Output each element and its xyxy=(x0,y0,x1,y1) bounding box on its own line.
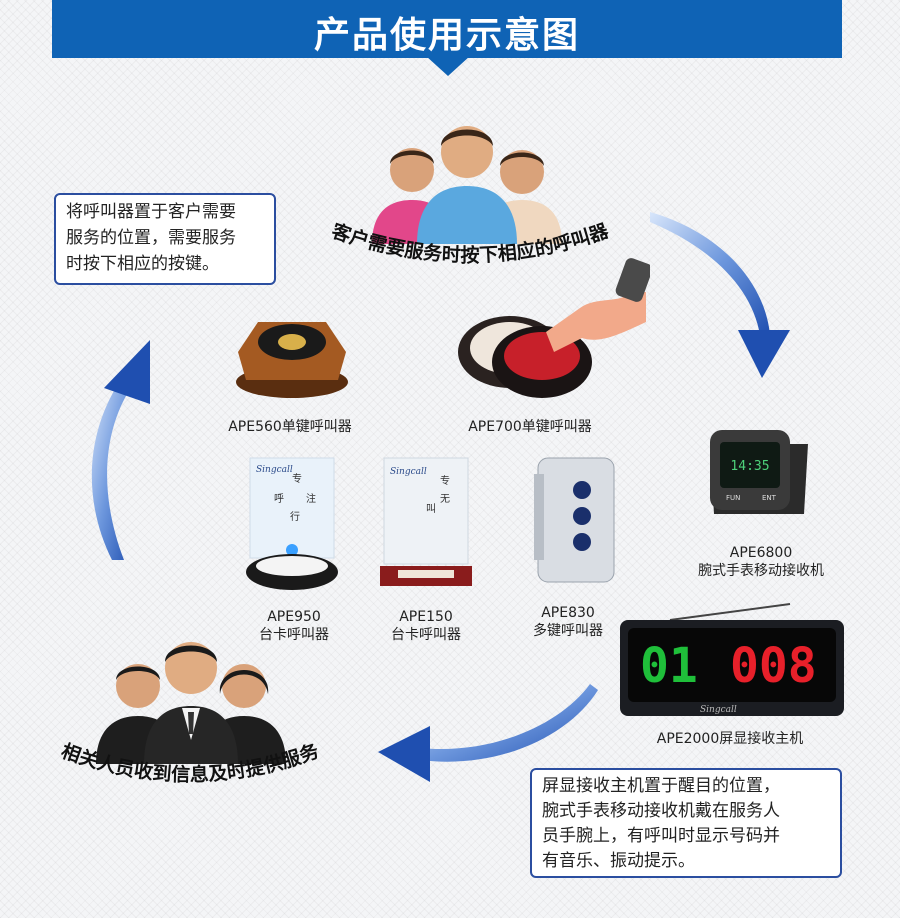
ape830-model: APE830 xyxy=(541,605,595,621)
note-line: 将呼叫器置于客户需要 xyxy=(66,202,236,222)
ape6800-image: 14:35 FUN ENT xyxy=(710,430,808,514)
card-char: 无 xyxy=(440,494,450,505)
ape150-label: APE150 台卡呼叫器 xyxy=(356,608,496,644)
staff-caption: 相关人员收到信息及时提供服务 xyxy=(58,739,322,786)
ape560-image xyxy=(236,322,348,398)
ape150-model: APE150 xyxy=(399,609,453,625)
watch-fun-button: FUN xyxy=(726,494,740,502)
ape700-label: APE700单键呼叫器 xyxy=(468,419,592,435)
card-char: 行 xyxy=(290,510,300,523)
ape2000-brand: Singcall xyxy=(700,705,737,715)
svg-text:相关人员收到信息及时提供服务: 相关人员收到信息及时提供服务 xyxy=(58,739,322,786)
ape830-image xyxy=(534,457,615,583)
ape950-image: Singcall 专 注 呼 行 xyxy=(246,457,338,590)
ape830-label: APE830 多键呼叫器 xyxy=(498,604,638,640)
display-counter-digits: 01 xyxy=(640,638,698,694)
ape950-label: APE950 台卡呼叫器 xyxy=(224,608,364,644)
card-char: 专 xyxy=(440,474,450,487)
ape6800-desc: 腕式手表移动接收机 xyxy=(698,563,824,579)
customers-illustration xyxy=(372,126,562,244)
card-char: 呼 xyxy=(274,493,284,505)
ape150-desc: 台卡呼叫器 xyxy=(391,627,461,643)
ape950-model: APE950 xyxy=(267,609,321,625)
ape560-label: APE560单键呼叫器 xyxy=(228,419,352,435)
ape6800-model: APE6800 xyxy=(729,545,793,561)
arrow-left-head xyxy=(104,340,150,404)
ape950-desc: 台卡呼叫器 xyxy=(259,627,329,643)
card-char: 专 xyxy=(292,472,302,485)
staff-illustration xyxy=(96,642,286,764)
note-line: 员手腕上，有呼叫时显示号码并 xyxy=(542,826,780,846)
arrow-bottom xyxy=(420,684,598,762)
ape6800-label: APE6800 腕式手表移动接收机 xyxy=(676,544,846,580)
arrow-top-right xyxy=(650,212,770,335)
ape150-image: Singcall 专 无 叫 xyxy=(380,457,472,586)
staff-caption-text: 相关人员收到信息及时提供服务 xyxy=(58,739,322,786)
note-top-left: 将呼叫器置于客户需要 服务的位置，需要服务 时按下相应的按键。 xyxy=(54,193,276,285)
ape700-image xyxy=(458,258,650,398)
arrow-bottom-head xyxy=(378,726,430,782)
display-number-digits: 008 xyxy=(730,638,817,694)
note-bottom-right: 屏显接收主机置于醒目的位置， 腕式手表移动接收机戴在服务人 员手腕上，有呼叫时显… xyxy=(530,768,842,878)
ape150-brand: Singcall xyxy=(390,467,427,477)
hand-icon xyxy=(546,292,646,352)
ape2000-label: APE2000屏显接收主机 xyxy=(656,731,804,747)
note-line: 服务的位置，需要服务 xyxy=(66,228,236,248)
header-banner xyxy=(52,0,842,58)
watch-time: 14:35 xyxy=(730,459,769,474)
header-notch xyxy=(426,56,470,76)
note-line: 腕式手表移动接收机戴在服务人 xyxy=(542,801,780,821)
card-char: 注 xyxy=(306,492,316,505)
card-char: 叫 xyxy=(426,503,436,515)
note-line: 有音乐、振动提示。 xyxy=(542,851,695,871)
page-title: 产品使用示意图 xyxy=(313,15,580,56)
ape830-desc: 多键呼叫器 xyxy=(533,623,603,639)
ape950-brand: Singcall xyxy=(256,465,293,475)
note-line: 屏显接收主机置于醒目的位置， xyxy=(542,776,780,796)
ape2000-image: 01 008 Singcall xyxy=(620,603,844,716)
watch-ent-button: ENT xyxy=(762,494,777,502)
arrow-top-right-head xyxy=(738,330,790,378)
arrow-left xyxy=(91,375,134,560)
note-line: 时按下相应的按键。 xyxy=(66,254,219,274)
customers-caption: 客户需要服务时按下相应的呼叫器 xyxy=(329,219,612,266)
